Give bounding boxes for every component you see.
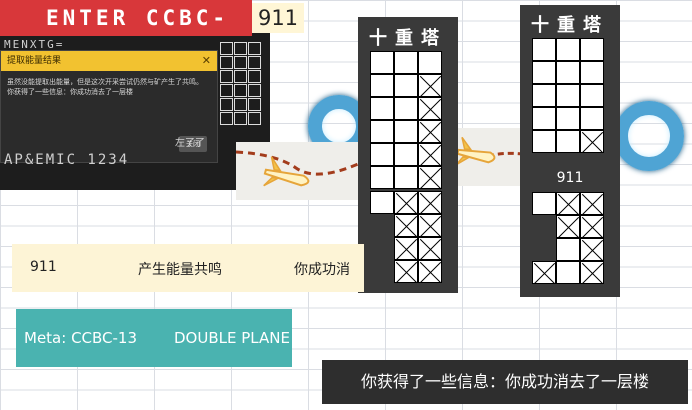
tower-grid-upper: [532, 38, 604, 153]
tower-card-left: 十重塔: [358, 17, 458, 293]
tower-card-right: 十重塔 911: [520, 5, 620, 297]
enter-banner: ENTER CCBC-: [0, 0, 252, 36]
subtitle-bar: 你获得了一些信息：你成功消去了一层楼: [322, 360, 688, 404]
tower-grid-lower: [532, 192, 604, 284]
dialog-info: 你获得了一些信息：你成功消去了一层楼: [7, 88, 133, 96]
tower-grid-upper: [370, 51, 442, 189]
tower-number: 911: [556, 170, 584, 186]
info-row-code: 911: [30, 259, 57, 275]
rocket-panel-right: [454, 128, 522, 186]
meta-label: Meta: CCBC-13: [24, 329, 138, 347]
mini-grid: [220, 42, 261, 125]
rocket-icon: [236, 150, 358, 187]
game-screenshot: MENXTG= 提取能量结果 ✕ 虽然没能提取出能量，但是这次开采尝试仍然与矿产…: [0, 24, 270, 190]
tower-title: 十重塔: [369, 28, 447, 49]
info-row-tail: 你成功消: [294, 262, 350, 278]
close-icon[interactable]: ✕: [201, 54, 211, 67]
meta-box: Meta: CCBC-13 DOUBLE PLANE: [16, 309, 292, 367]
rocket-panel-left: [236, 142, 358, 200]
energy-result-dialog: 提取能量结果 ✕ 虽然没能提取出能量，但是这次开采尝试仍然与矿产生了共鸣。 你获…: [0, 50, 218, 163]
rocket-icon: [455, 136, 522, 166]
info-row-phrase: 产生能量共鸣: [138, 262, 222, 278]
dialog-title: 提取能量结果: [7, 56, 62, 66]
dialog-header: 提取能量结果 ✕: [1, 51, 217, 71]
dialog-close-button[interactable]: 关闭: [179, 136, 207, 152]
tower-title: 十重塔: [531, 15, 609, 36]
ring-icon: [614, 101, 684, 171]
meta-tag: DOUBLE PLANE: [174, 329, 290, 347]
info-row: 911 产生能量共鸣 你成功消: [12, 244, 364, 292]
dialog-body: 虽然没能提取出能量，但是这次开采尝试仍然与矿产生了共鸣。: [7, 78, 203, 86]
hud-top-text: MENXTG=: [4, 38, 65, 51]
banner-number: 911: [252, 3, 304, 33]
hud-side-text: 左了了: [175, 138, 205, 149]
tower-grid-lower: [370, 191, 442, 283]
hud-bottom-text: AP&EMIC 1234: [4, 152, 130, 168]
